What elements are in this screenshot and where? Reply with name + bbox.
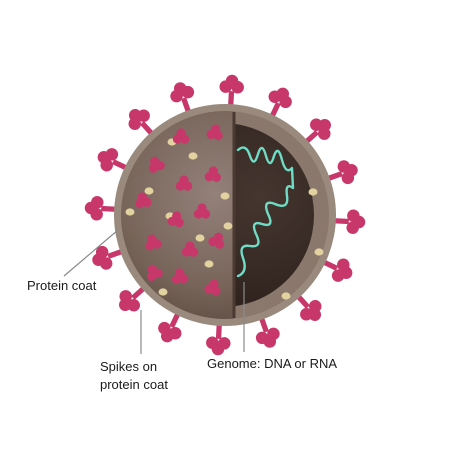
face-spikes-group: [135, 124, 225, 296]
spikes-label-line2: protein coat: [100, 377, 168, 392]
granule: [281, 292, 291, 300]
granule: [188, 152, 198, 160]
coat-spike: [208, 232, 225, 249]
spike: [324, 209, 366, 234]
coat-spike: [193, 203, 211, 219]
protein-coat-pointer: [63, 229, 119, 277]
genome-strand: [236, 146, 295, 278]
coat-spike: [135, 192, 152, 209]
coat-spike: [206, 124, 223, 141]
spike: [265, 87, 292, 126]
granule: [204, 260, 214, 268]
genome-label: Genome: DNA or RNA: [207, 356, 338, 371]
coat-spike: [181, 241, 199, 257]
spike: [314, 255, 353, 282]
granule-group: [125, 138, 324, 300]
spike: [318, 160, 358, 185]
granule: [314, 248, 324, 256]
spike: [119, 279, 153, 312]
coat-spike: [145, 234, 162, 251]
granule: [144, 187, 154, 195]
spikes-label: Spikes on protein coat: [100, 358, 168, 394]
granule: [220, 192, 230, 200]
granule: [158, 288, 168, 296]
coat-spike: [146, 264, 163, 281]
coat-spike: [171, 268, 189, 284]
granule: [195, 234, 205, 242]
coat-spike: [148, 156, 165, 173]
coat-spike: [175, 175, 193, 191]
coat-spike: [167, 211, 184, 228]
coat-spike: [204, 279, 221, 296]
granule: [125, 208, 135, 216]
coat-spike: [172, 128, 190, 144]
granule: [223, 222, 233, 230]
spike: [84, 196, 126, 221]
protein-coat-label: Protein coat: [27, 278, 97, 293]
virus-interior: [234, 123, 314, 307]
spike: [206, 314, 231, 356]
granule: [308, 188, 318, 196]
coat-spike: [204, 166, 222, 182]
spikes-label-line1: Spikes on: [100, 359, 158, 374]
